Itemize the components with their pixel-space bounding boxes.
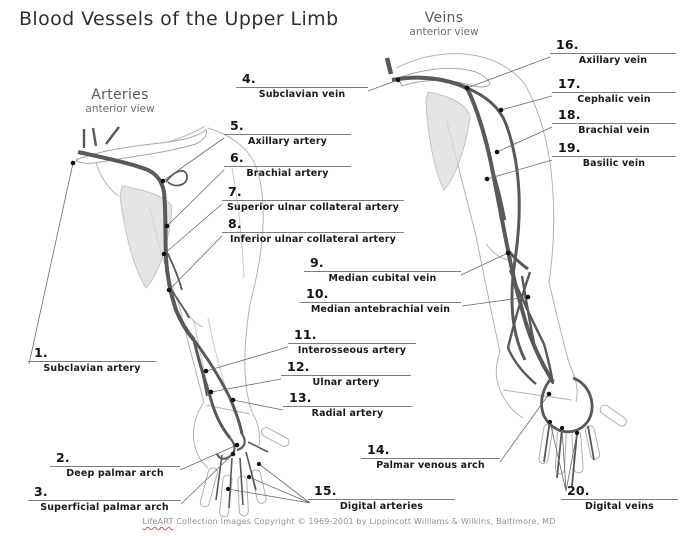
callout-rule xyxy=(288,343,416,344)
page-title: Blood Vessels of the Upper Limb xyxy=(19,8,339,30)
callout-number: 10. xyxy=(306,286,329,301)
callout-number: 17. xyxy=(558,76,581,91)
callout-rule xyxy=(550,53,676,54)
arteries-figure-heading: Arteries anterior view xyxy=(58,87,182,116)
clavicle-left xyxy=(75,129,207,164)
callout-rule xyxy=(281,375,411,376)
callout-palmar-venous-arch: 14. Palmar venous arch xyxy=(361,443,500,472)
callout-number: 2. xyxy=(56,450,70,465)
callout-rule xyxy=(361,458,500,459)
callout-rule xyxy=(552,92,676,93)
callout-rule xyxy=(561,499,678,500)
callout-rule xyxy=(300,302,461,303)
callout-number: 6. xyxy=(230,150,244,165)
callout-label: Superficial palmar arch xyxy=(40,502,169,513)
callout-label: Brachial vein xyxy=(578,125,650,136)
callout-rule xyxy=(222,200,404,201)
callout-number: 20. xyxy=(567,483,590,498)
callout-rule xyxy=(222,232,404,233)
callout-rule xyxy=(28,361,156,362)
callout-subclavian-artery: 1. Subclavian artery xyxy=(28,346,156,375)
leader-lines xyxy=(28,56,578,505)
callout-label: Median antebrachial vein xyxy=(310,304,451,315)
callout-brachial-vein: 18. Brachial vein xyxy=(552,108,676,137)
copyright-text: Collection Images Copyright © 1969-2001 … xyxy=(173,517,556,526)
callout-superficial-palmar-arch: 3. Superficial palmar arch xyxy=(28,485,181,514)
callout-label: Superior ulnar collateral artery xyxy=(227,202,399,213)
callout-number: 9. xyxy=(310,255,324,270)
callout-rule xyxy=(50,466,180,467)
callout-label: Radial artery xyxy=(311,408,384,419)
callout-number: 19. xyxy=(558,140,581,155)
callout-number: 13. xyxy=(289,390,312,405)
callout-label: Interosseous artery xyxy=(297,345,407,356)
callout-number: 11. xyxy=(294,327,317,342)
callout-digital-veins: 20. Digital veins xyxy=(561,484,678,513)
callout-ulnar-artery: 12. Ulnar artery xyxy=(281,360,411,389)
callout-label: Brachial artery xyxy=(246,168,329,179)
callout-median-cubital-vein: 9. Median cubital vein xyxy=(304,256,461,285)
callout-label: Median cubital vein xyxy=(328,273,437,284)
callout-label: Axillary artery xyxy=(247,136,328,147)
veins-heading: Veins xyxy=(424,10,464,26)
callout-rule xyxy=(304,271,461,272)
callout-inferior-ulnar-collateral-artery: 8. Inferior ulnar collateral artery xyxy=(222,217,404,246)
callout-axillary-vein: 16. Axillary vein xyxy=(550,38,676,67)
callout-rule xyxy=(283,406,412,407)
veins-subheading: anterior view xyxy=(409,26,479,38)
arteries-subheading: anterior view xyxy=(85,103,155,115)
callout-number: 7. xyxy=(228,184,242,199)
callout-label: Subclavian vein xyxy=(258,89,346,100)
callout-number: 16. xyxy=(556,37,579,52)
callout-brachial-artery: 6. Brachial artery xyxy=(224,151,351,180)
callout-digital-arteries: 15. Digital arteries xyxy=(308,484,455,513)
callout-number: 1. xyxy=(34,345,48,360)
arteries-figure xyxy=(73,125,290,518)
scapula-left xyxy=(119,185,173,289)
callout-number: 15. xyxy=(314,483,337,498)
callout-cephalic-vein: 17. Cephalic vein xyxy=(552,77,676,106)
callout-label: Cephalic vein xyxy=(577,94,651,105)
callout-superior-ulnar-collateral-artery: 7. Superior ulnar collateral artery xyxy=(222,185,404,214)
callout-label: Deep palmar arch xyxy=(66,468,164,479)
callout-label: Digital veins xyxy=(585,501,654,512)
callout-label: Axillary vein xyxy=(578,55,648,66)
callout-median-antebrachial-vein: 10. Median antebrachial vein xyxy=(300,287,461,316)
callout-radial-artery: 13. Radial artery xyxy=(283,391,412,420)
callout-number: 14. xyxy=(367,442,390,457)
arteries-heading: Arteries xyxy=(91,87,149,103)
callout-interosseous-artery: 11. Interosseous artery xyxy=(288,328,416,357)
callout-number: 12. xyxy=(287,359,310,374)
callout-axillary-artery: 5. Axillary artery xyxy=(224,119,351,148)
callout-rule xyxy=(308,499,455,500)
callout-rule xyxy=(552,123,676,124)
copyright-footer: LifeART Collection Images Copyright © 19… xyxy=(0,517,698,526)
callout-number: 8. xyxy=(228,216,242,231)
callout-rule xyxy=(28,500,181,501)
callout-rule xyxy=(552,156,676,157)
callout-deep-palmar-arch: 2. Deep palmar arch xyxy=(50,451,180,480)
copyright-brand: LifeART xyxy=(142,517,174,526)
callout-rule xyxy=(224,166,351,167)
callout-label: Basilic vein xyxy=(582,158,646,169)
callout-basilic-vein: 19. Basilic vein xyxy=(552,141,676,170)
callout-rule xyxy=(236,87,368,88)
callout-label: Digital arteries xyxy=(339,501,424,512)
callout-label: Inferior ulnar collateral artery xyxy=(229,234,396,245)
veins-figure-heading: Veins anterior view xyxy=(382,10,506,39)
callout-label: Subclavian artery xyxy=(43,363,141,374)
callout-number: 3. xyxy=(34,484,48,499)
callout-number: 18. xyxy=(558,107,581,122)
callout-label: Ulnar artery xyxy=(312,377,380,388)
callout-label: Palmar venous arch xyxy=(376,460,485,471)
scapula-right xyxy=(425,91,471,191)
callout-number: 5. xyxy=(230,118,244,133)
callout-rule xyxy=(224,134,351,135)
marker-dots xyxy=(70,77,580,492)
callout-number: 4. xyxy=(242,71,256,86)
veins-figure xyxy=(384,53,627,487)
callout-subclavian-vein: 4. Subclavian vein xyxy=(236,72,368,101)
